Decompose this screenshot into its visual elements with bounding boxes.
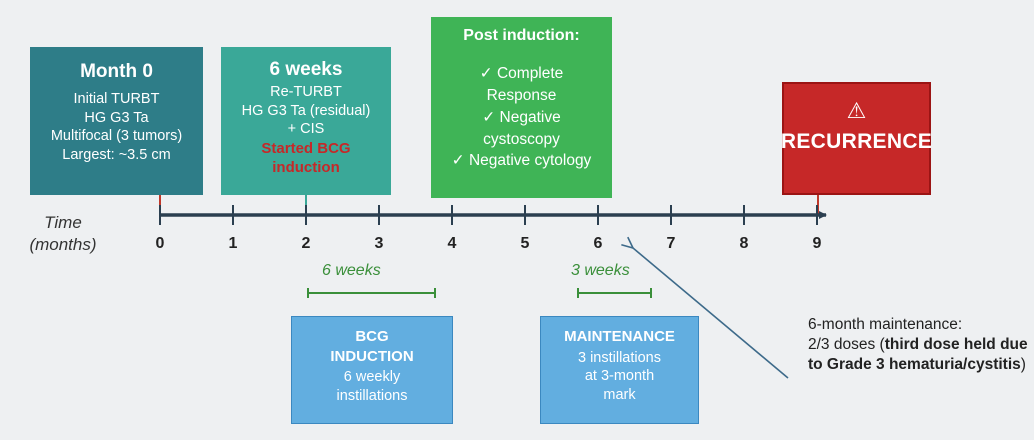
post-induction-line: ✓ Complete xyxy=(479,65,564,83)
tick-label: 2 xyxy=(301,235,311,252)
month0-line: Largest: ~3.5 cm xyxy=(62,146,171,163)
post-induction-line: Response xyxy=(486,87,557,105)
post-induction-line: cystoscopy xyxy=(483,130,560,148)
time-axis-label-line: (months) xyxy=(29,234,97,254)
bcg-induction-line: instillations xyxy=(336,387,408,404)
bcg-induction-box: BCG INDUCTION 6 weekly instillations xyxy=(291,316,453,424)
bcg-start-alert: induction xyxy=(272,159,340,177)
six-weeks-box: 6 weeks Re-TURBT HG G3 Ta (residual) + C… xyxy=(221,47,391,195)
month0-line: Multifocal (3 tumors) xyxy=(50,128,183,145)
tick-label: 4 xyxy=(447,235,457,252)
maintenance-note-tail: ) xyxy=(1020,356,1026,374)
maintenance-note-lead: 2/3 doses ( xyxy=(808,336,885,354)
warning-icon: ⚠ xyxy=(846,98,867,123)
maintenance-duration-label: 3 weeks xyxy=(571,262,630,279)
month0-line: Initial TURBT xyxy=(73,91,160,108)
six-weeks-line: + CIS xyxy=(287,121,325,138)
bcg-induction-heading: INDUCTION xyxy=(330,347,414,365)
six-weeks-line: Re-TURBT xyxy=(270,84,342,101)
tick-label: 3 xyxy=(374,235,384,252)
tick-label: 9 xyxy=(812,235,822,252)
post-induction-box: Post induction: ✓ Complete Response ✓ Ne… xyxy=(431,17,612,198)
note-pointer-arrow xyxy=(633,248,789,379)
tick-label: 0 xyxy=(155,235,165,252)
bcg-start-alert: Started BCG xyxy=(261,139,351,157)
six-weeks-line: HG G3 Ta (residual) xyxy=(241,102,371,119)
post-induction-line: ✓ Negative cytology xyxy=(451,152,592,170)
month0-box: Month 0 Initial TURBT HG G3 Ta Multifoca… xyxy=(30,47,203,195)
recurrence-box: ⚠ RECURRENCE xyxy=(780,82,933,195)
induction-bracket xyxy=(307,288,436,298)
time-axis-label-line: Time xyxy=(44,213,82,232)
maintenance-note-line1: 6-month maintenance: xyxy=(808,316,963,333)
maintenance-line: at 3-month xyxy=(584,368,655,385)
six-weeks-heading: 6 weeks xyxy=(269,59,343,80)
axis-ticks xyxy=(159,205,818,225)
maintenance-heading: MAINTENANCE xyxy=(564,328,675,345)
post-induction-heading: Post induction: xyxy=(463,27,580,44)
time-axis-label: Time (months) xyxy=(18,212,108,256)
tick-label: 1 xyxy=(228,235,238,252)
tick-label: 6 xyxy=(593,235,603,252)
maintenance-box: MAINTENANCE 3 instillations at 3-month m… xyxy=(540,316,699,424)
maintenance-line: mark xyxy=(603,386,636,403)
month0-heading: Month 0 xyxy=(80,61,153,82)
bcg-induction-heading: BCG xyxy=(355,328,389,345)
maintenance-bracket xyxy=(577,288,652,298)
maintenance-note-emphasis: third dose held due to Grade 3 hematuria… xyxy=(808,336,1028,374)
bcg-induction-line: 6 weekly xyxy=(343,369,401,385)
tick-label: 8 xyxy=(739,235,749,252)
induction-duration-label: 6 weeks xyxy=(322,262,381,279)
tick-label: 7 xyxy=(666,235,676,252)
maintenance-line: 3 instillations xyxy=(577,349,661,366)
tick-label: 5 xyxy=(520,235,530,252)
post-induction-line: ✓ Negative xyxy=(482,108,561,126)
recurrence-heading: RECURRENCE xyxy=(780,130,933,153)
month0-line: HG G3 Ta xyxy=(84,109,149,126)
maintenance-note: 6-month maintenance: 2/3 doses (third do… xyxy=(808,315,1033,375)
